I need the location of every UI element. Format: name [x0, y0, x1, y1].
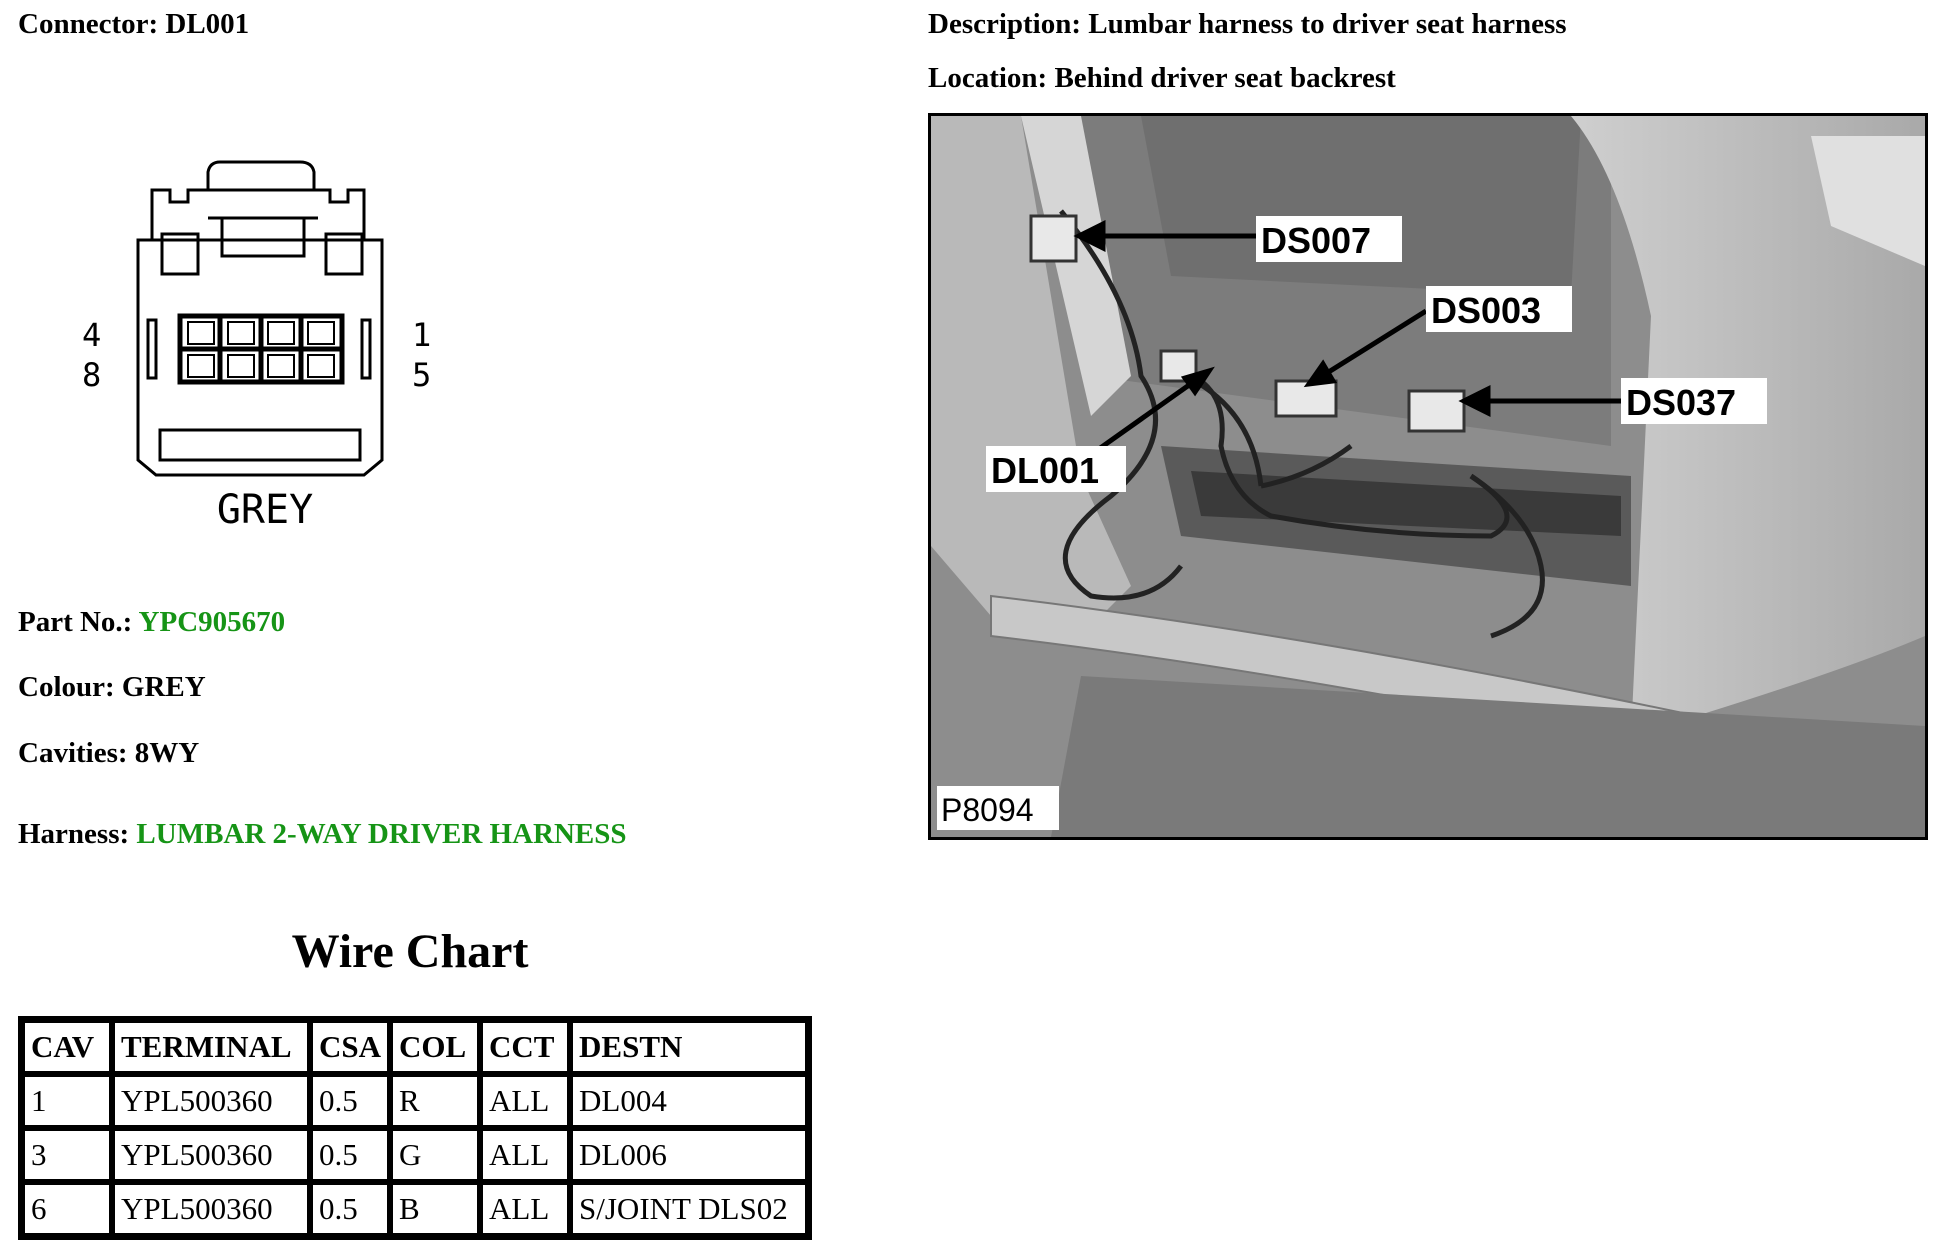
wire-chart-table: CAV TERMINAL CSA COL CCT DESTN 1 YPL5003… [18, 1016, 813, 1240]
connector-pinout-diagram: 4 8 1 5 GREY [82, 160, 431, 533]
colour-line: Colour: GREY [18, 671, 206, 704]
cell-destn: S/JOINT DLS02 [570, 1182, 809, 1236]
cell-csa: 0.5 [310, 1074, 391, 1128]
column-header-col: COL [390, 1020, 481, 1074]
cell-cct: ALL [480, 1182, 571, 1236]
column-header-csa: CSA [310, 1020, 391, 1074]
wire-chart-title: Wire Chart [291, 925, 529, 978]
cell-cav: 6 [22, 1182, 112, 1236]
location-photo: DS007 DS003 DS037 DL001 P8094 [928, 113, 1928, 840]
colour-label: Colour: [18, 671, 115, 703]
figure-code: P8094 [941, 792, 1034, 828]
connector-label: Connector: [18, 8, 159, 40]
pin-number-top-left: 4 [82, 316, 101, 354]
description-line: Description: Lumbar harness to driver se… [928, 8, 1567, 41]
harness-line: Harness: LUMBAR 2-WAY DRIVER HARNESS [18, 818, 627, 851]
cell-cct: ALL [480, 1128, 571, 1182]
location-photo-illustration: DS007 DS003 DS037 DL001 P8094 [931, 116, 1925, 837]
callout-dl001: DL001 [991, 450, 1099, 491]
cell-cav: 1 [22, 1074, 112, 1128]
column-header-terminal: TERMINAL [112, 1020, 310, 1074]
part-number-link[interactable]: YPC905670 [138, 606, 286, 638]
cell-col: B [390, 1182, 481, 1236]
callout-ds007: DS007 [1261, 220, 1371, 261]
column-header-cct: CCT [480, 1020, 571, 1074]
callout-ds003: DS003 [1431, 290, 1541, 331]
cavities-value: 8WY [134, 737, 200, 769]
cavities-label: Cavities: [18, 737, 128, 769]
description-label: Description: [928, 8, 1082, 40]
table-header-row: CAV TERMINAL CSA COL CCT DESTN [22, 1020, 809, 1074]
cell-terminal: YPL500360 [112, 1182, 310, 1236]
cell-col: G [390, 1128, 481, 1182]
column-header-cav: CAV [22, 1020, 112, 1074]
connector-title: Connector: DL001 [18, 8, 249, 41]
cell-csa: 0.5 [310, 1128, 391, 1182]
colour-value: GREY [121, 671, 206, 703]
part-number-line: Part No.: YPC905670 [18, 606, 285, 639]
pin-number-bottom-right: 5 [412, 356, 431, 394]
location-label: Location: [928, 62, 1048, 94]
cell-cct: ALL [480, 1074, 571, 1128]
cavities-line: Cavities: 8WY [18, 737, 199, 770]
column-header-destn: DESTN [570, 1020, 809, 1074]
cell-csa: 0.5 [310, 1182, 391, 1236]
location-value: Behind driver seat backrest [1054, 62, 1396, 94]
description-value: Lumbar harness to driver seat harness [1088, 8, 1567, 40]
cell-terminal: YPL500360 [112, 1074, 310, 1128]
cell-destn: DL004 [570, 1074, 809, 1128]
table-row: 6 YPL500360 0.5 B ALL S/JOINT DLS02 [22, 1182, 809, 1236]
connector-value: DL001 [165, 8, 250, 40]
pin-number-bottom-left: 8 [82, 356, 101, 394]
harness-label: Harness: [18, 818, 130, 850]
cell-col: R [390, 1074, 481, 1128]
table-row: 3 YPL500360 0.5 G ALL DL006 [22, 1128, 809, 1182]
part-number-label: Part No.: [18, 606, 133, 638]
connector-colour-caption: GREY [217, 487, 313, 533]
location-line: Location: Behind driver seat backrest [928, 62, 1396, 95]
pin-number-top-right: 1 [412, 316, 431, 354]
cell-terminal: YPL500360 [112, 1128, 310, 1182]
cell-cav: 3 [22, 1128, 112, 1182]
cell-destn: DL006 [570, 1128, 809, 1182]
callout-ds037: DS037 [1626, 382, 1736, 423]
table-row: 1 YPL500360 0.5 R ALL DL004 [22, 1074, 809, 1128]
harness-link[interactable]: LUMBAR 2-WAY DRIVER HARNESS [136, 818, 627, 850]
